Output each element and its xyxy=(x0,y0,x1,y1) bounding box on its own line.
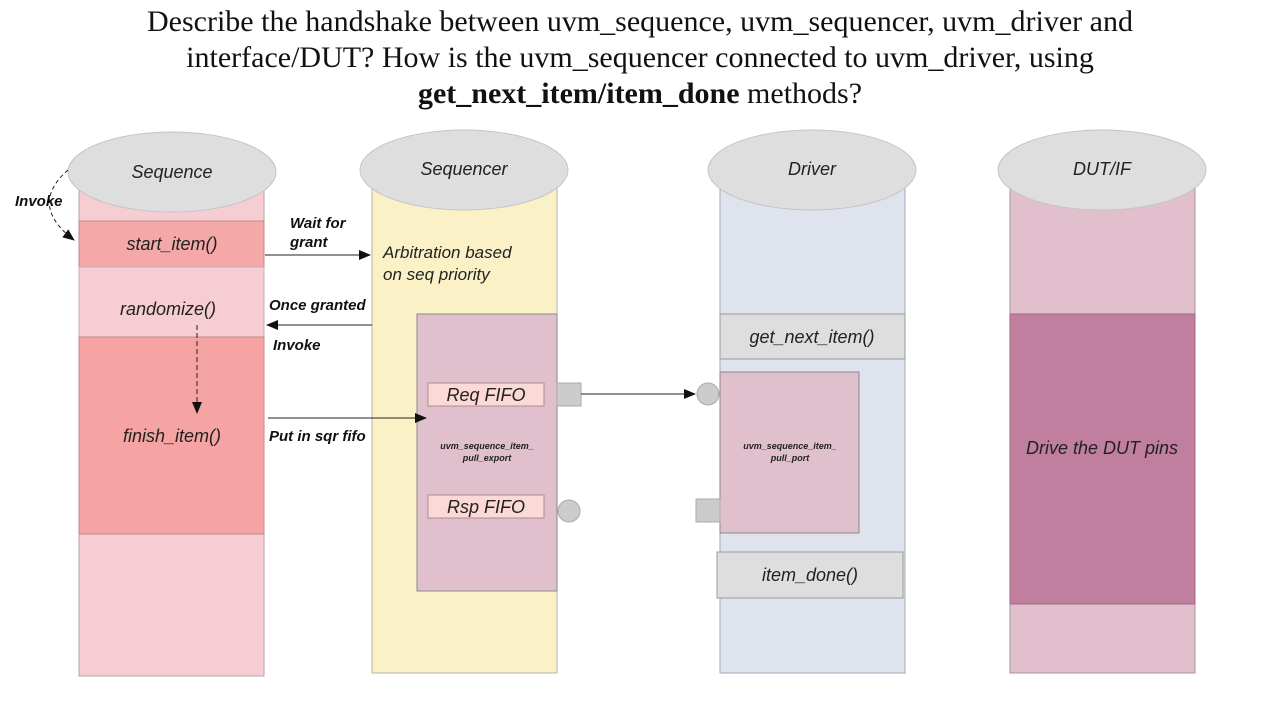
page-title: Describe the handshake between uvm_seque… xyxy=(0,4,1280,112)
once-granted-label: Once granted xyxy=(269,297,367,314)
arbitration-line-1: Arbitration based xyxy=(382,243,512,262)
pull-export-line-2: pull_export xyxy=(462,453,513,463)
driver-header xyxy=(707,129,917,211)
put-in-fifo-label: Put in sqr fifo xyxy=(269,428,366,445)
pull-port-line-2: pull_port xyxy=(770,453,810,463)
sequencer-title: Sequencer xyxy=(420,159,508,179)
finish-item-block xyxy=(78,336,265,535)
randomize-label: randomize() xyxy=(120,299,216,319)
get-next-item-label: get_next_item() xyxy=(749,327,874,347)
rsp-circle-connector xyxy=(557,499,581,523)
sequence-header xyxy=(67,131,277,213)
wait-for-label: Wait for xyxy=(290,215,347,232)
title-line-1: Describe the handshake between uvm_seque… xyxy=(147,5,1133,38)
export-square-connector xyxy=(556,382,582,407)
sequencer-header xyxy=(359,129,569,211)
start-item-block xyxy=(78,220,265,268)
invoke-arrow-label: Invoke xyxy=(273,337,321,354)
pull-port-box xyxy=(719,371,860,534)
randomize-block xyxy=(78,266,265,338)
sequence-invoke-label: Invoke xyxy=(15,193,63,210)
dut-title: DUT/IF xyxy=(1073,159,1132,179)
item-done-label: item_done() xyxy=(762,565,858,585)
item-done-block xyxy=(716,551,904,599)
dut-header xyxy=(997,129,1207,211)
title-line-3-rest: methods? xyxy=(739,77,863,110)
get-next-item-block xyxy=(719,313,906,360)
arbitration-line-2: on seq priority xyxy=(383,265,491,284)
finish-item-label: finish_item() xyxy=(123,426,221,446)
start-item-label: start_item() xyxy=(126,234,217,254)
pull-export-line-1: uvm_sequence_item_ xyxy=(440,441,534,451)
title-bold-methods: get_next_item/item_done xyxy=(417,77,740,110)
sequence-title: Sequence xyxy=(131,162,212,182)
rsp-square-connector xyxy=(695,498,721,523)
drive-pins-label: Drive the DUT pins xyxy=(1026,438,1178,458)
grant-label: grant xyxy=(289,234,329,251)
req-fifo-box xyxy=(427,382,545,407)
rsp-fifo-box xyxy=(427,494,545,519)
port-circle-connector xyxy=(696,382,720,406)
drive-pins-block xyxy=(1009,313,1196,605)
pull-export-box xyxy=(416,313,558,592)
rsp-fifo-label: Rsp FIFO xyxy=(447,497,525,517)
pull-port-line-1: uvm_sequence_item_ xyxy=(743,441,837,451)
req-fifo-label: Req FIFO xyxy=(446,385,525,405)
title-line-3: get_next_item/item_done methods? xyxy=(0,76,1280,112)
invoke-curved-arrow xyxy=(49,169,75,241)
title-line-2: interface/DUT? How is the uvm_sequencer … xyxy=(186,41,1094,74)
driver-title: Driver xyxy=(788,159,837,179)
